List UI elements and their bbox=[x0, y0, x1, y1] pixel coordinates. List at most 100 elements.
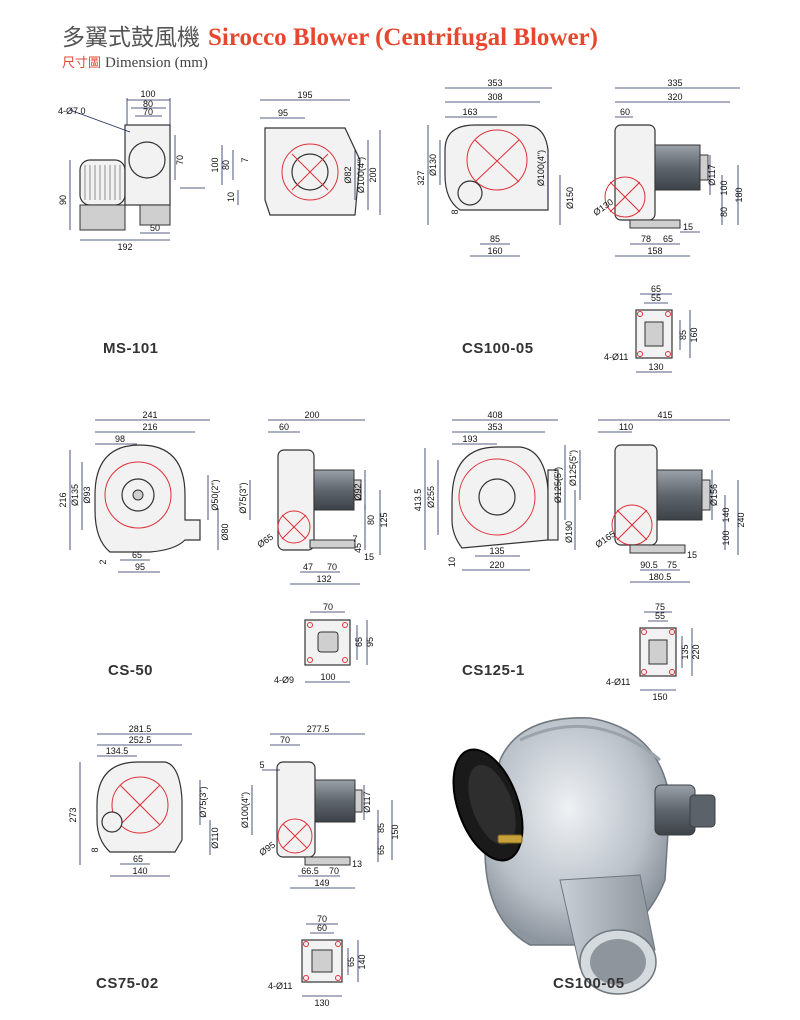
cs125-dim-d190: Ø190 bbox=[564, 521, 574, 543]
cs75-side-dim-149: 149 bbox=[314, 878, 329, 888]
title-zh: 多翼式鼓風機 bbox=[62, 25, 200, 51]
cs50-base-dim-95: 95 bbox=[365, 637, 375, 647]
cs75-dim-65: 65 bbox=[133, 854, 143, 864]
cs100-side-dim-180: 180 bbox=[734, 187, 744, 202]
cs50-side-drawing bbox=[249, 419, 381, 585]
ms101-dim-height-70: 70 bbox=[175, 155, 185, 165]
cs50-base-dim-100: 100 bbox=[320, 672, 335, 682]
subtitle-zh: 尺寸圖 bbox=[62, 56, 102, 71]
cs50-side-dim-70: 70 bbox=[327, 562, 337, 572]
cs75-dim-252: 252.5 bbox=[129, 735, 152, 745]
cs125-base-dim-75: 75 bbox=[655, 602, 665, 612]
cs100-side-dim-158: 158 bbox=[647, 246, 662, 256]
cs125-side-dim-180: 180.5 bbox=[649, 572, 672, 582]
model-label-cs100-05: CS100-05 bbox=[462, 340, 534, 357]
cs125-dim-408: 408 bbox=[487, 410, 502, 420]
cs100-dim-353: 353 bbox=[487, 78, 502, 88]
cs75-side-dim-66: 66.5 bbox=[301, 866, 319, 876]
cs125-dim-353: 353 bbox=[487, 422, 502, 432]
ms101-dim-length-192: 192 bbox=[117, 242, 132, 252]
cs125-side-dim-d125: Ø125(5") bbox=[568, 450, 578, 486]
cs75-base-dim-60: 60 bbox=[317, 923, 327, 933]
cs100-base-dim-55: 55 bbox=[651, 293, 661, 303]
cs100-side-dim-d117: Ø117 bbox=[707, 164, 717, 185]
cs100-dim-163: 163 bbox=[462, 107, 477, 117]
cs50-side-dim-125: 125 bbox=[379, 512, 389, 527]
cs75-dim-134: 134.5 bbox=[106, 746, 129, 756]
cs100-side-dim-335: 335 bbox=[667, 78, 682, 88]
cs50-side-dim-60: 60 bbox=[279, 422, 289, 432]
ms101-dim-width-80: 80 bbox=[143, 99, 153, 109]
cs125-side-dim-d156: Ø156 bbox=[709, 484, 719, 506]
cs100-dim-d100: Ø100(4") bbox=[536, 150, 546, 186]
cs50-side-dim-47: 47 bbox=[303, 562, 313, 572]
blower-photo bbox=[452, 717, 716, 995]
ms101-dim-base-50: 50 bbox=[150, 223, 160, 233]
cs50-side-dim-132: 132 bbox=[316, 574, 331, 584]
cs125-side-dim-15: 15 bbox=[687, 550, 697, 560]
cs75-dim-d110: Ø110 bbox=[210, 827, 220, 848]
cs50-side-dim-d65: Ø65 bbox=[255, 532, 275, 550]
cs50-dim-95: 95 bbox=[135, 562, 145, 572]
cs100-dim-327: 327 bbox=[416, 170, 426, 185]
cs50-side-dim-15: 15 bbox=[364, 552, 374, 562]
cs75-base-dim-130: 130 bbox=[314, 998, 329, 1008]
cs75-base-dim-65: 65 bbox=[346, 957, 356, 967]
cs100-side-dim-65: 65 bbox=[663, 234, 673, 244]
cs50-dim-216-side: 216 bbox=[58, 492, 68, 507]
model-label-ms101: MS-101 bbox=[103, 340, 159, 357]
cs75-base-drawing bbox=[301, 923, 359, 997]
ms101-dim-holes: 4-Ø7.0 bbox=[58, 106, 86, 116]
cs50-base-dim-holes: 4-Ø9 bbox=[274, 675, 294, 685]
cs125-side-dim-240: 240 bbox=[736, 512, 746, 527]
cs75-side-dim-85: 85 bbox=[376, 823, 386, 833]
cs50-dim-216-top: 216 bbox=[142, 422, 157, 432]
model-label-cs75-02: CS75-02 bbox=[96, 975, 159, 992]
cs125-dim-10: 10 bbox=[447, 557, 457, 567]
cs100-side-dim-60: 60 bbox=[620, 107, 630, 117]
ms101-side-dim-100: 100 bbox=[210, 157, 220, 172]
cs125-front-drawing bbox=[424, 419, 576, 571]
cs125-base-dim-220: 220 bbox=[691, 644, 701, 659]
cs50-dim-98: 98 bbox=[115, 434, 125, 444]
cs75-dim-140: 140 bbox=[132, 866, 147, 876]
cs50-dim-241: 241 bbox=[142, 410, 157, 420]
ms101-side-dim-200: 200 bbox=[368, 167, 378, 182]
cs75-side-dim-13: 13 bbox=[352, 859, 362, 869]
model-label-cs125-1: CS125-1 bbox=[462, 662, 525, 679]
cs50-dim-65: 65 bbox=[132, 550, 142, 560]
cs100-dim-85: 85 bbox=[490, 234, 500, 244]
cs125-side-dim-90: 90.5 bbox=[640, 560, 658, 570]
cs125-side-dim-140: 140 bbox=[721, 507, 731, 522]
cs50-base-drawing bbox=[304, 611, 368, 683]
cs75-dim-273: 273 bbox=[68, 807, 78, 822]
ms101-side-dim-195: 195 bbox=[297, 90, 312, 100]
ms101-side-dim-7: 7 bbox=[240, 157, 250, 162]
cs50-dim-d80: Ø80 bbox=[220, 523, 230, 540]
ms101-side-dim-80: 80 bbox=[221, 160, 231, 170]
cs100-dim-160: 160 bbox=[487, 246, 502, 256]
cs50-front-drawing bbox=[69, 419, 219, 573]
cs75-front-drawing bbox=[79, 733, 211, 877]
cs75-side-dim-150: 150 bbox=[390, 824, 400, 839]
ms101-dim-width-100: 100 bbox=[140, 89, 155, 99]
cs125-dim-193: 193 bbox=[462, 434, 477, 444]
cs100-base-drawing bbox=[635, 293, 691, 373]
cs100-side-dim-78: 78 bbox=[641, 234, 651, 244]
cs125-base-drawing bbox=[639, 611, 693, 691]
cs50-side-dim-200: 200 bbox=[304, 410, 319, 420]
cs125-side-dim-d165: Ø165 bbox=[593, 529, 617, 550]
model-label-photo: CS100-05 bbox=[553, 975, 625, 992]
ms101-side-dim-10: 10 bbox=[226, 192, 236, 202]
cs75-dim-8: 8 bbox=[90, 847, 100, 852]
ms101-dim-width-70: 70 bbox=[143, 107, 153, 117]
cs100-base-dim-130: 130 bbox=[648, 362, 663, 372]
cs50-base-dim-70: 70 bbox=[323, 602, 333, 612]
cs75-side-dim-d100: Ø100(4") bbox=[240, 792, 250, 828]
cs100-side-dim-320: 320 bbox=[667, 92, 682, 102]
cs100-side-drawing bbox=[604, 87, 740, 257]
cs125-base-dim-150: 150 bbox=[652, 692, 667, 702]
cs100-base-dim-holes: 4-Ø11 bbox=[604, 352, 628, 362]
